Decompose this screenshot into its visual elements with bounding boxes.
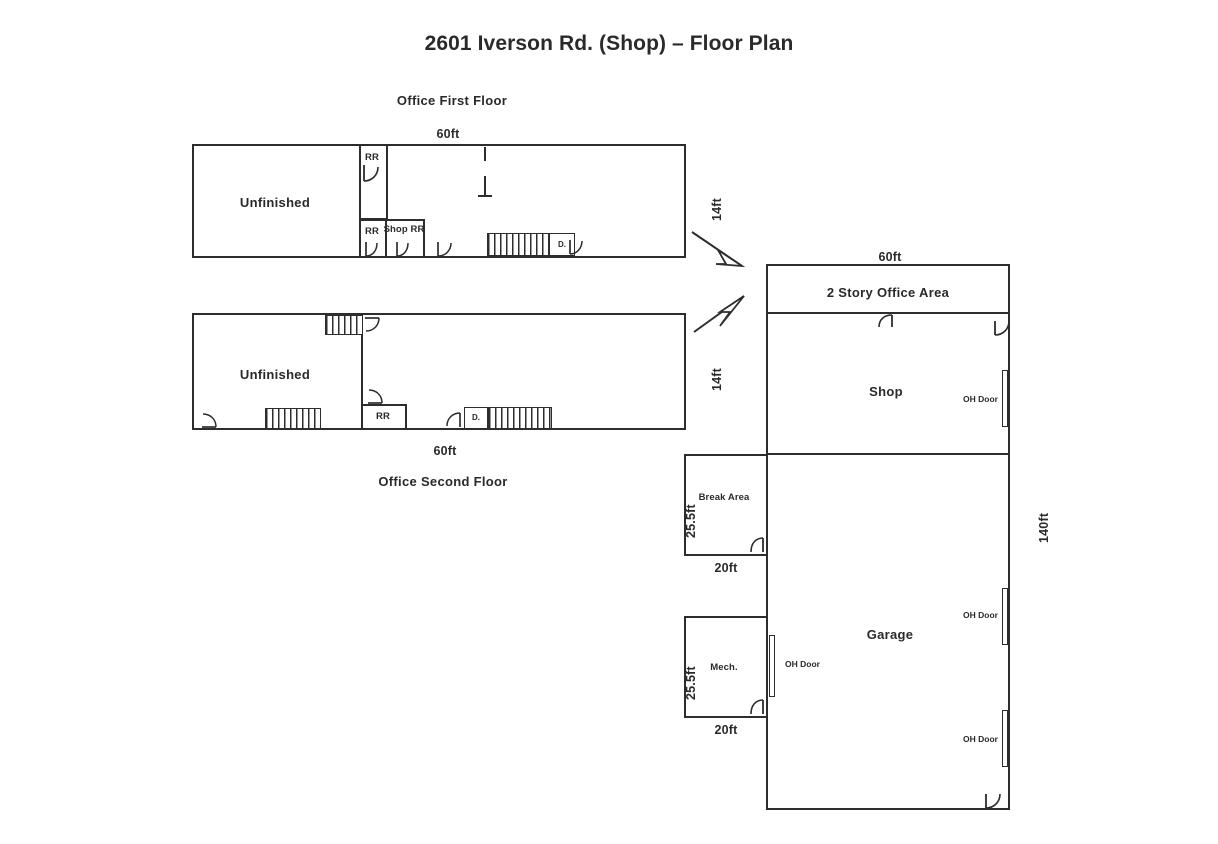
room-label-rr-lower: RR [365, 226, 379, 237]
page-title: 2601 Iverson Rd. (Shop) – Floor Plan [424, 32, 794, 55]
wall-segment [359, 146, 361, 220]
room-label-mech: Mech. [710, 662, 738, 673]
wall-segment [386, 146, 388, 220]
wall-stub [484, 176, 486, 196]
wall-segment [385, 219, 387, 258]
reference-arrow-second-floor [690, 288, 760, 336]
break-area-width-dimension: 20ft [714, 561, 738, 575]
wall-segment [192, 256, 227, 258]
office-second-floor-width-dimension: 60ft [433, 444, 457, 458]
overhead-door-label-garage-upper: OH Door [963, 610, 998, 620]
room-label-unfinished-first-floor: Unfinished [239, 195, 311, 210]
wall-segment [359, 219, 425, 221]
room-label-break-area: Break Area [698, 492, 750, 503]
main-building-width-dimension: 60ft [878, 250, 902, 264]
wall-segment [405, 404, 407, 430]
room-label-rr-upper: RR [365, 152, 379, 163]
wall-segment [192, 428, 362, 430]
wall-segment [684, 616, 768, 618]
stair-landing-second-floor [464, 407, 488, 429]
overhead-door-label-garage-lower: OH Door [963, 734, 998, 744]
main-building-outline [766, 264, 1010, 810]
wall-segment [406, 428, 686, 430]
wall-segment [766, 312, 1010, 314]
wall-segment [361, 404, 407, 406]
wall-segment [684, 716, 768, 718]
overhead-door-label-shop: OH Door [963, 394, 998, 404]
stairs-first-floor [487, 233, 549, 256]
wall-stub [484, 147, 486, 161]
office-first-floor-width-dimension: 60ft [436, 127, 460, 141]
office-first-floor-caption: Office First Floor [396, 93, 508, 108]
wall-segment [325, 256, 686, 258]
mech-depth-dimension: 25.5ft [684, 666, 698, 700]
stairs-second-floor-left [265, 408, 321, 429]
wall-segment [766, 453, 1010, 455]
wall-segment [359, 219, 361, 258]
wall-segment [684, 454, 768, 456]
office-first-floor-depth-dimension: 14ft [710, 197, 724, 221]
stairs-second-floor-top [325, 315, 363, 335]
office-second-floor-depth-dimension: 14ft [710, 367, 724, 391]
stairs-second-floor-right [488, 407, 552, 429]
room-label-garage: Garage [866, 627, 914, 642]
wall-segment [684, 454, 686, 556]
overhead-door-mech [769, 635, 775, 697]
overhead-door-garage-upper [1002, 588, 1008, 645]
overhead-door-garage-lower [1002, 710, 1008, 767]
stair-landing-marker: D. [472, 413, 480, 422]
room-label-shop-rr: Shop RR [383, 224, 425, 235]
wall-segment [684, 554, 768, 556]
reference-arrow-first-floor [690, 228, 760, 276]
room-label-shop: Shop [869, 384, 903, 399]
wall-segment [423, 219, 425, 258]
stair-landing-marker: D. [558, 240, 566, 249]
break-area-depth-dimension: 25.5ft [684, 504, 698, 538]
office-second-floor-caption: Office Second Floor [378, 474, 508, 489]
overhead-door-shop [1002, 370, 1008, 427]
wall-stub [478, 195, 492, 197]
room-label-2-story-office-area: 2 Story Office Area [826, 285, 950, 300]
room-label-unfinished-second-floor: Unfinished [239, 367, 311, 382]
main-building-depth-dimension: 140ft [1037, 512, 1051, 543]
wall-segment [361, 315, 363, 430]
wall-segment [684, 616, 686, 718]
room-label-rr-second-floor: RR [376, 411, 390, 422]
mech-width-dimension: 20ft [714, 723, 738, 737]
overhead-door-label-mech: OH Door [785, 659, 820, 669]
